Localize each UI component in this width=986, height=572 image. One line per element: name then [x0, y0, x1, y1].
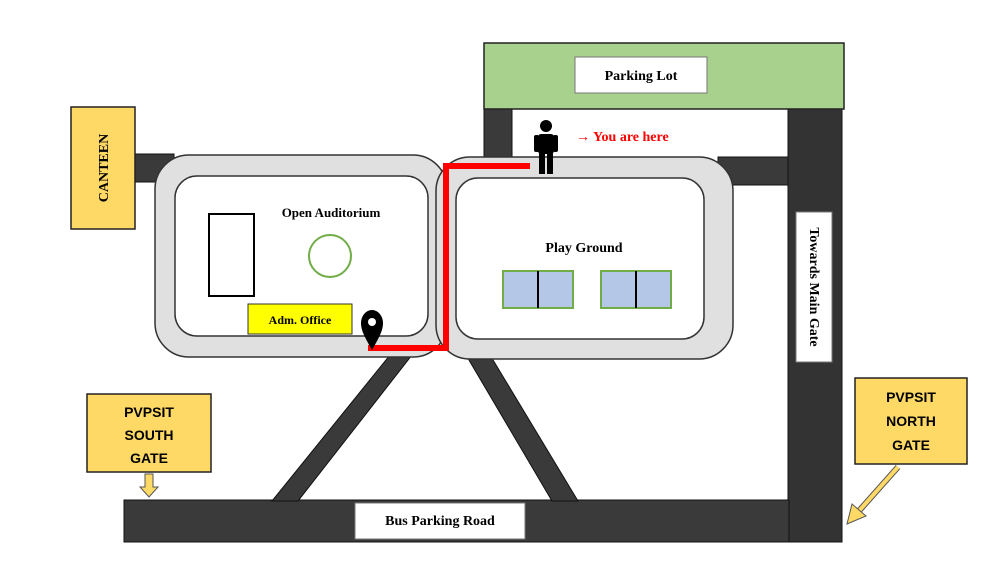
south-gate: PVPSIT SOUTH GATE — [86, 393, 212, 498]
fountain — [308, 234, 352, 278]
south-gate-line-3: GATE — [130, 450, 168, 466]
adm-office-box[interactable] — [247, 303, 353, 335]
road-top-right — [717, 156, 791, 186]
towards-main-gate-label: Towards Main Gate — [806, 227, 821, 346]
open-auditorium-label: Open Auditorium — [282, 205, 381, 220]
court-left — [502, 270, 574, 309]
stage — [208, 213, 255, 297]
south-gate-box — [86, 393, 212, 473]
north-gate-line-2: NORTH — [886, 413, 936, 429]
bus-parking-road-label: Bus Parking Road — [385, 514, 495, 529]
north-gate-box — [854, 377, 968, 465]
bus-parking-road-label-box — [354, 502, 526, 540]
arrow-down-left-icon — [846, 465, 901, 525]
towards-main-gate: Towards Main Gate — [795, 211, 833, 363]
south-gate-line-1: PVPSIT — [124, 404, 174, 420]
south-gate-line-2: SOUTH — [125, 427, 174, 443]
canteen-box — [70, 106, 136, 230]
canteen-label: CANTEEN — [97, 134, 112, 202]
building-right-inner — [455, 177, 705, 340]
court-right — [600, 270, 672, 309]
building-left: Open Auditorium Adm. Office — [154, 154, 448, 358]
building-right: Play Ground — [435, 156, 734, 360]
map-pin-icon — [361, 310, 383, 350]
north-gate-line-1: PVPSIT — [886, 389, 936, 405]
route-path — [368, 163, 530, 351]
north-gate-line-3: GATE — [892, 437, 930, 453]
parking-lot-label-box — [574, 56, 708, 94]
person-icon — [534, 120, 558, 174]
arrow-down-icon — [138, 473, 160, 498]
towards-main-gate-box — [795, 211, 833, 363]
play-ground-label: Play Ground — [545, 241, 622, 256]
adm-office-label: Adm. Office — [269, 313, 332, 327]
diagonal-road-left — [270, 354, 414, 502]
canteen: CANTEEN — [70, 106, 136, 230]
parking-lot: Parking Lot — [483, 42, 845, 110]
you-are-here-label: → You are here — [576, 130, 669, 145]
parking-lot-label: Parking Lot — [605, 69, 678, 84]
diagonal-road-right — [465, 354, 579, 502]
north-gate: PVPSIT NORTH GATE — [846, 377, 968, 525]
